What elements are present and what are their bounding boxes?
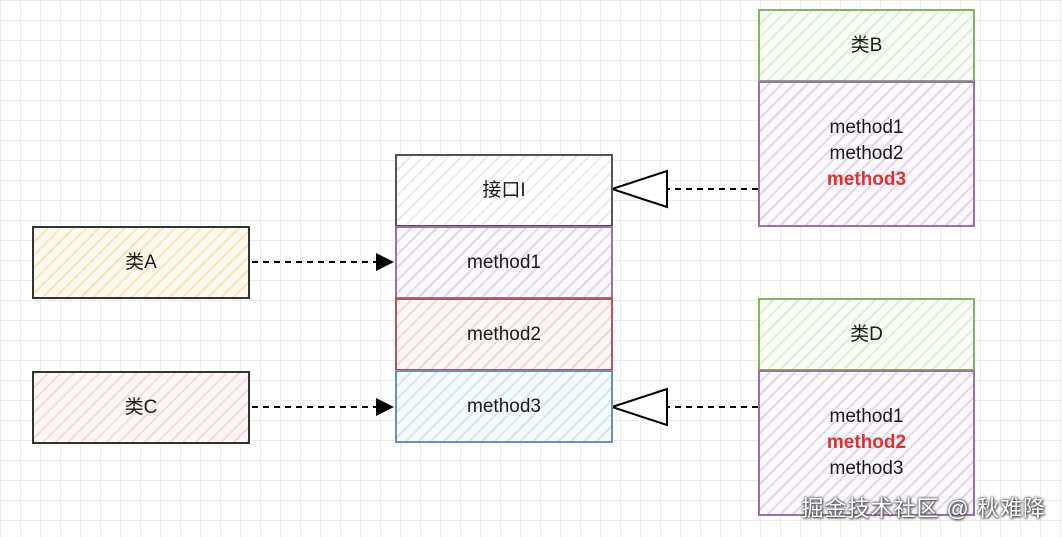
- realization-arrowhead-d: [608, 387, 668, 427]
- realization-arrowhead-b: [608, 169, 668, 209]
- class-b-header: 类B: [758, 9, 975, 82]
- interface-method2: method2: [467, 323, 541, 345]
- interface-method3-box: method3: [395, 370, 613, 443]
- interface-method3: method3: [467, 395, 541, 417]
- class-d-method3: method3: [829, 458, 904, 479]
- class-d-name: 类D: [850, 323, 883, 345]
- interface-title: 接口I: [482, 179, 526, 201]
- class-d-method2-highlighted: method2: [826, 432, 907, 453]
- class-b-method1: method1: [829, 117, 904, 138]
- class-c-name: 类C: [124, 396, 158, 418]
- class-b-name: 类B: [850, 34, 883, 56]
- class-d-header: 类D: [758, 298, 975, 371]
- class-c-box: 类C: [32, 371, 250, 444]
- class-b-method3-highlighted: method3: [826, 169, 907, 190]
- watermark: 掘金技术社区 @ 秋难降: [801, 496, 1046, 521]
- interface-method2-box: method2: [395, 298, 613, 371]
- class-b-methods: method1 method2 method3: [758, 81, 975, 227]
- interface-method1: method1: [467, 251, 541, 273]
- class-d-method1: method1: [829, 406, 904, 427]
- class-a-box: 类A: [32, 226, 250, 299]
- interface-method1-box: method1: [395, 226, 613, 299]
- class-b-method2: method2: [829, 143, 904, 164]
- class-a-name: 类A: [125, 251, 157, 273]
- interface-header: 接口I: [395, 154, 613, 227]
- class-d-methods: method1 method2 method3: [758, 370, 975, 516]
